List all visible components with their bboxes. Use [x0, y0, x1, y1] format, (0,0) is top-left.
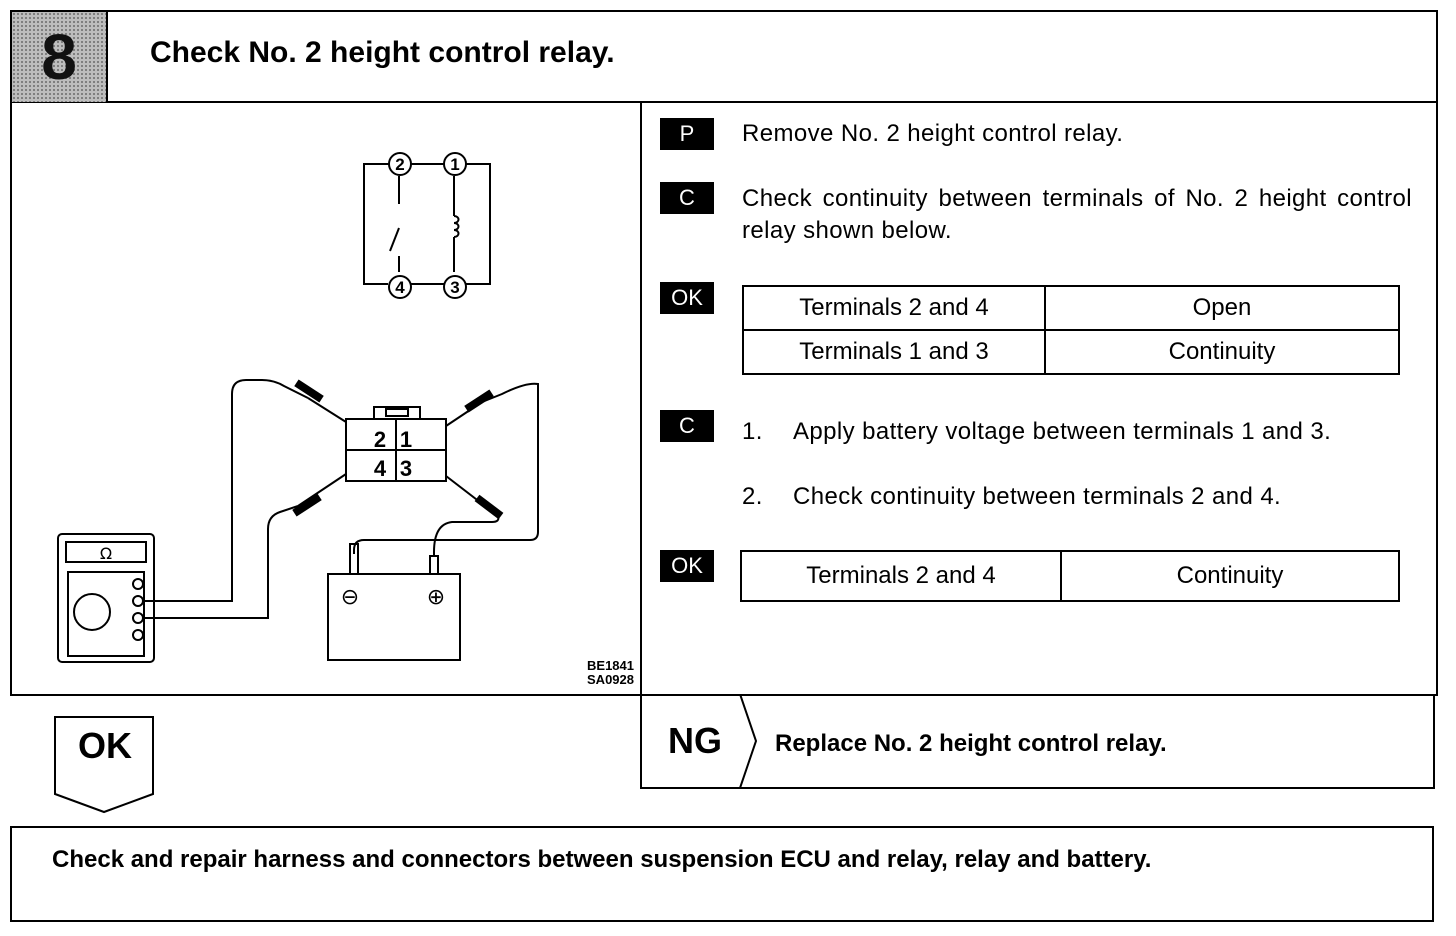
table-row: Terminals 2 and 4 Continuity [740, 550, 1400, 602]
connector-terminal-2: 2 [374, 427, 386, 452]
check-tag: C [660, 410, 714, 442]
procedure-tag: P [660, 118, 714, 150]
list-item-num: 2. [742, 483, 763, 510]
continuity-table-2: Terminals 2 and 4 Continuity [740, 550, 1400, 602]
column-divider [640, 101, 642, 696]
ok-tag: OK [660, 282, 714, 314]
figure-code-1: BE1841 [587, 658, 634, 673]
battery-negative: ⊖ [341, 585, 359, 610]
step-number-badge: 8 [12, 12, 108, 102]
result-cell: Open [1044, 285, 1400, 331]
final-action-box [10, 826, 1434, 922]
connector-terminal-3: 3 [400, 456, 412, 481]
figure-code-2: SA0928 [587, 672, 634, 687]
apply-voltage-instruction: Apply battery voltage between terminals … [793, 418, 1332, 445]
schematic-terminal-3: 3 [450, 278, 459, 297]
check-tag: C [660, 182, 714, 214]
result-cell: Continuity [1044, 329, 1400, 375]
terminals-cell: Terminals 2 and 4 [740, 550, 1062, 602]
step-number: 8 [41, 21, 77, 93]
ok-tag: OK [660, 550, 714, 582]
ng-instruction: Replace No. 2 height control relay. [775, 730, 1167, 757]
ohm-symbol: Ω [100, 544, 112, 563]
remove-relay-instruction: Remove No. 2 height control relay. [742, 120, 1124, 147]
relay-diagram: 2 1 4 3 2 1 4 3 Ω ⊖ ⊕ BE1841 SA0928 [57, 152, 634, 687]
terminals-cell: Terminals 1 and 3 [742, 329, 1046, 375]
check-continuity-2-4-instruction: Check continuity between terminals 2 and… [793, 483, 1282, 510]
result-cell: Continuity [1060, 550, 1400, 602]
schematic-terminal-4: 4 [395, 278, 405, 297]
terminals-cell: Terminals 2 and 4 [742, 285, 1046, 331]
ng-label: NG [668, 720, 722, 761]
ok-label: OK [78, 725, 132, 766]
connector-terminal-4: 4 [374, 456, 387, 481]
page-title: Check No. 2 height control relay. [150, 36, 615, 69]
header-divider [10, 101, 1438, 103]
schematic-terminal-1: 1 [450, 155, 459, 174]
table-row: Terminals 1 and 3 Continuity [742, 329, 1400, 375]
check-continuity-instruction: Check continuity between terminals of No… [742, 185, 1412, 244]
table-row: Terminals 2 and 4 Open [742, 285, 1400, 331]
ng-box [640, 694, 1435, 789]
schematic-terminal-2: 2 [395, 155, 404, 174]
ok-arrow [54, 716, 154, 814]
battery-positive: ⊕ [427, 585, 445, 610]
list-item-num: 1. [742, 418, 763, 445]
final-instruction: Check and repair harness and connectors … [52, 846, 1152, 873]
connector-terminal-1: 1 [400, 427, 412, 452]
continuity-table-1: Terminals 2 and 4 Open Terminals 1 and 3… [742, 285, 1400, 375]
